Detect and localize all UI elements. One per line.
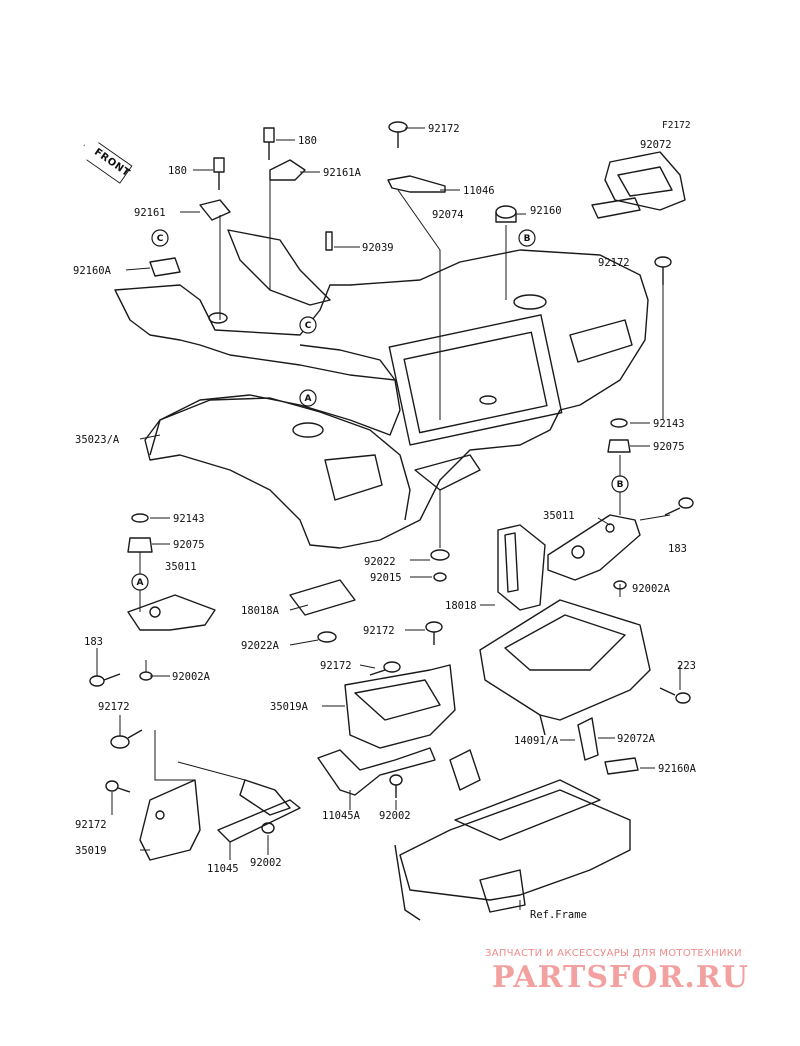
ref-marker-a-1-label: A bbox=[305, 394, 312, 404]
part-label: 92143 bbox=[173, 513, 205, 525]
ref-marker-a-2 bbox=[131, 573, 149, 591]
battery-bracket bbox=[497, 524, 546, 611]
watermark-subtitle: ЗАПЧАСТИ И АКСЕССУАРЫ ДЛЯ МОТОТЕХНИКИ bbox=[485, 948, 742, 959]
reference-frame bbox=[394, 749, 631, 921]
part-label: 92072 bbox=[640, 139, 672, 151]
part-label: 92143 bbox=[653, 418, 685, 430]
part-label: 183 bbox=[84, 636, 103, 648]
part-label: 92172 bbox=[428, 123, 460, 135]
part-label: 35011 bbox=[543, 510, 575, 522]
part-label: 92172 bbox=[320, 660, 352, 672]
part-label: 14091/A bbox=[514, 735, 559, 747]
ref-marker-c-1-label: C bbox=[157, 234, 164, 244]
ref-marker-c-2-label: C bbox=[305, 321, 312, 331]
ref-marker-a-2-label: A bbox=[137, 578, 144, 588]
part-label: 92039 bbox=[362, 242, 394, 254]
part-label: 92015 bbox=[370, 572, 402, 584]
hardware-parts bbox=[89, 121, 694, 834]
part-label: 92161 bbox=[134, 207, 166, 219]
part-label: 180 bbox=[298, 135, 317, 147]
part-label: 92022 bbox=[364, 556, 396, 568]
figure-code: F2172 bbox=[662, 120, 691, 131]
part-label: 92002A bbox=[172, 671, 211, 683]
part-label: 92075 bbox=[173, 539, 205, 551]
part-label: 92172 bbox=[598, 257, 630, 269]
mud-flap-35019 bbox=[139, 779, 201, 861]
part-label: 92160A bbox=[73, 265, 112, 277]
part-label: 11045 bbox=[207, 863, 239, 875]
part-label: 92002 bbox=[379, 810, 411, 822]
part-label: 92161A bbox=[323, 167, 362, 179]
part-label: 92172 bbox=[363, 625, 395, 637]
ref-marker-c-1 bbox=[151, 229, 169, 247]
part-label: 92160 bbox=[530, 205, 562, 217]
part-label: 223 bbox=[677, 660, 696, 672]
part-label: 11046 bbox=[463, 185, 495, 197]
bracket-35011-right bbox=[547, 514, 641, 581]
part-label: 92160A bbox=[658, 763, 697, 775]
side-cover-14091 bbox=[479, 599, 651, 736]
part-labels: 180 180 92161A 92172 11046 92161 92074 9… bbox=[73, 123, 697, 921]
part-label: 92072A bbox=[617, 733, 656, 745]
part-label: 92074 bbox=[432, 209, 464, 221]
part-label: 35023/A bbox=[75, 434, 120, 446]
ref-markers: C C B A B A bbox=[131, 229, 629, 591]
part-label: 18018A bbox=[241, 605, 280, 617]
bracket-11045 bbox=[217, 779, 301, 843]
part-label: 180 bbox=[168, 165, 187, 177]
part-label: 92075 bbox=[653, 441, 685, 453]
ref-marker-b-2-label: B bbox=[617, 480, 624, 490]
watermark-logo: PARTSFOR.RU bbox=[492, 960, 749, 995]
part-label: 35011 bbox=[165, 561, 197, 573]
part-label: 92002 bbox=[250, 857, 282, 869]
part-label: 92022A bbox=[241, 640, 280, 652]
ref-marker-b-1-label: B bbox=[524, 234, 531, 244]
ref-marker-c-2 bbox=[299, 316, 317, 334]
ref-marker-b-2 bbox=[611, 475, 629, 493]
part-label: 35019A bbox=[270, 701, 309, 713]
part-label: 35019 bbox=[75, 845, 107, 857]
part-label: 92002A bbox=[632, 583, 671, 595]
part-label: Ref.Frame bbox=[530, 909, 587, 921]
rear-fender bbox=[114, 229, 649, 549]
ref-marker-a-1 bbox=[299, 389, 317, 407]
part-label: 183 bbox=[668, 543, 687, 555]
ref-marker-b-1 bbox=[518, 229, 536, 247]
part-label: 11045A bbox=[322, 810, 361, 822]
part-label: 92172 bbox=[75, 819, 107, 831]
bracket-11045A bbox=[317, 747, 436, 796]
part-label: 18018 bbox=[445, 600, 477, 612]
mud-shield-35019A bbox=[344, 664, 456, 749]
bracket-35011-left bbox=[127, 594, 216, 631]
leader-lines bbox=[96, 127, 681, 910]
part-label: 92172 bbox=[98, 701, 130, 713]
